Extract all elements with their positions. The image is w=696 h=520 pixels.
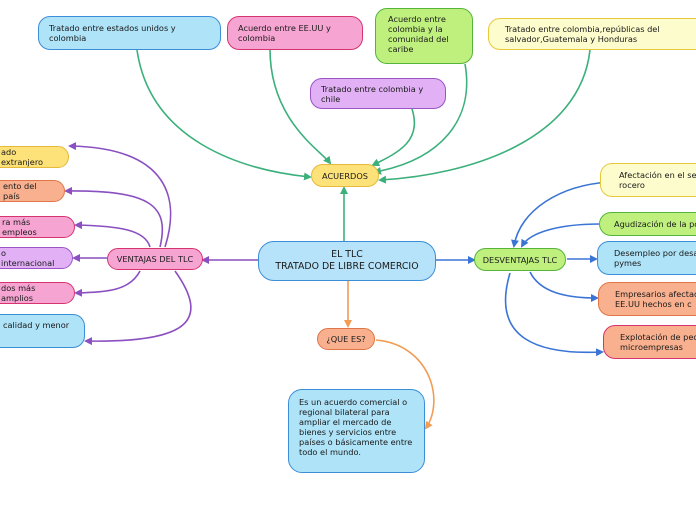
link-que-es-definition: [375, 339, 435, 430]
ventaja-item-4[interactable]: o internacional: [0, 247, 73, 269]
ventaja-item-5[interactable]: dos más amplios: [0, 282, 75, 304]
ventaja-item-1[interactable]: ado extranjero: [0, 146, 69, 168]
desventaja-item-4[interactable]: Empresarios afectad de EE.UU hechos en c: [598, 282, 696, 316]
acuerdo-item-colombia-chile[interactable]: Tratado entre colombia y chile: [310, 78, 446, 109]
acuerdos-label: ACUERDOS: [322, 170, 368, 181]
ventaja-item-6[interactable]: calidad y menor: [0, 314, 85, 348]
ventajas-node[interactable]: VENTAJAS DEL TLC: [107, 248, 203, 270]
desventajas-label: DESVENTAJAS TLC: [482, 254, 558, 265]
central-title: EL TLC: [331, 249, 363, 260]
que-es-label: ¿QUE ES?: [326, 334, 366, 344]
desventaja-item-1[interactable]: Afectación en el sect rocero: [600, 163, 696, 197]
link-desventaja-1: [511, 181, 611, 248]
acuerdo-item-eeuu-colombia[interactable]: Acuerdo entre EE.UU y colombia: [227, 16, 363, 50]
link-ventaja-5: [74, 270, 141, 297]
que-es-definition[interactable]: Es un acuerdo comercial o regional bilat…: [288, 389, 425, 473]
desventajas-node[interactable]: DESVENTAJAS TLC: [474, 248, 566, 271]
link-acuerdo-3: [371, 108, 416, 167]
link-acuerdo-4: [373, 63, 468, 175]
desventaja-item-3[interactable]: Desempleo por desap pymes: [597, 241, 696, 275]
link-desventaja-5: [504, 272, 604, 357]
central-node[interactable]: EL TLC TRATADO DE LIBRE COMERCIO: [258, 241, 436, 281]
link-ventaja-3: [74, 221, 151, 248]
link-ventaja-1: [68, 142, 172, 248]
central-subtitle: TRATADO DE LIBRE COMERCIO: [275, 261, 419, 272]
desventaja-item-5[interactable]: Explotación de pequ microempresas: [603, 325, 696, 359]
link-acuerdo-1: [136, 49, 312, 181]
link-acuerdo-2: [269, 48, 332, 165]
acuerdo-item-salvador-guatemala-honduras[interactable]: Tratado entre colombia,repúblicas del sa…: [488, 18, 696, 50]
ventajas-label: VENTAJAS DEL TLC: [116, 254, 194, 264]
que-es-node[interactable]: ¿QUE ES?: [317, 328, 375, 350]
acuerdos-node[interactable]: ACUERDOS: [311, 164, 379, 187]
link-ventaja-2: [64, 186, 164, 248]
desventaja-item-2[interactable]: Agudización de la pob: [599, 212, 696, 236]
link-desventaja-4: [529, 271, 599, 302]
acuerdo-item-comunidad-caribe[interactable]: Acuerdo entre colombia y la comunidad de…: [375, 8, 473, 64]
ventaja-item-2[interactable]: ento del país: [0, 180, 65, 202]
acuerdo-item-eeuu-colombia-tratado[interactable]: Tratado entre estados unidos y colombia: [38, 16, 221, 50]
link-acuerdo-5: [378, 49, 591, 184]
ventaja-item-3[interactable]: ra más empleos: [0, 216, 75, 238]
link-desventaja-2: [521, 223, 601, 248]
link-ventaja-6: [84, 270, 192, 346]
